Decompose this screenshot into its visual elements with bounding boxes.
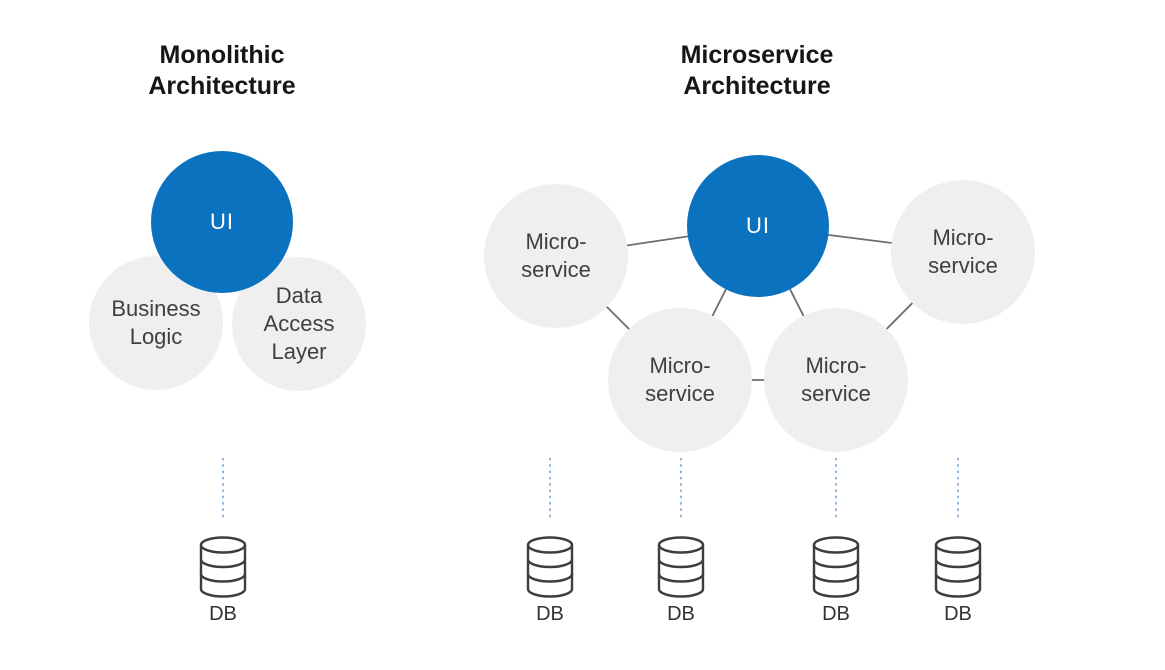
database-icon xyxy=(199,536,247,598)
microservice-ui-label: UI xyxy=(746,212,770,240)
data-access-line3: Layer xyxy=(271,339,327,364)
microservice-bottom-right-label: Micro- service xyxy=(801,352,871,408)
microservice-bl-line1: Micro- xyxy=(649,353,711,378)
monolith-ui-text: UI xyxy=(210,209,234,234)
microservice-circle-bottom-left: Micro- service xyxy=(608,308,752,452)
db-label-3: DB xyxy=(822,603,850,625)
microservice-bl-line2: service xyxy=(645,381,715,406)
microservice-left-line1: Micro- xyxy=(525,229,587,254)
microservice-title: Microservice Architecture xyxy=(637,40,877,102)
database-icon xyxy=(657,536,705,598)
monolithic-title: Monolithic Architecture xyxy=(102,40,342,102)
monolithic-title-line2: Architecture xyxy=(148,72,296,100)
microservice-ui-circle: UI xyxy=(687,155,829,297)
microservice-right-label: Micro- service xyxy=(928,224,998,280)
microservice-right-line1: Micro- xyxy=(932,225,994,250)
db-label-4: DB xyxy=(944,603,972,625)
monolithic-title-line1: Monolithic xyxy=(159,41,285,69)
business-logic-line2: Logic xyxy=(129,324,183,349)
database-icon xyxy=(526,536,574,598)
microservice-ui-text: UI xyxy=(746,213,770,238)
microservice-br-line2: service xyxy=(801,381,871,406)
database-icon xyxy=(934,536,982,598)
db-label-2: DB xyxy=(667,603,695,625)
data-access-line2: Access xyxy=(263,311,335,336)
microservice-circle-right: Micro- service xyxy=(891,180,1035,324)
microservice-title-line1: Microservice xyxy=(680,41,834,69)
business-logic-label: Business Logic xyxy=(111,295,200,351)
microservice-title-line2: Architecture xyxy=(683,72,831,100)
microservice-bottom-left-label: Micro- service xyxy=(645,352,715,408)
microservice-left-label: Micro- service xyxy=(521,228,591,284)
microservice-left-line2: service xyxy=(521,257,591,282)
db-label-1: DB xyxy=(536,603,564,625)
monolith-ui-label: UI xyxy=(210,208,234,236)
database-icon xyxy=(812,536,860,598)
business-logic-line1: Business xyxy=(111,296,201,321)
monolith-ui-circle: UI xyxy=(151,151,293,293)
microservice-right-line2: service xyxy=(928,253,998,278)
data-access-line1: Data xyxy=(275,283,323,308)
microservice-circle-left: Micro- service xyxy=(484,184,628,328)
data-access-layer-label: Data Access Layer xyxy=(264,282,335,366)
microservice-br-line1: Micro- xyxy=(805,353,867,378)
microservice-circle-bottom-right: Micro- service xyxy=(764,308,908,452)
db-label-monolith: DB xyxy=(209,603,237,625)
